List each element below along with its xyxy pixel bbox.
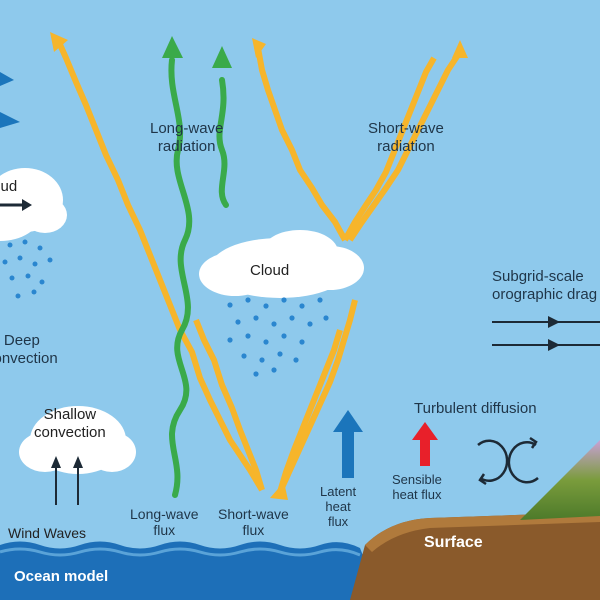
deep-convection-line-2: convection [0, 350, 58, 367]
long-wave-radiation-line-2: radiation [157, 138, 216, 155]
cloud-left-label: Cloud [0, 178, 17, 196]
ocean-model-text: Ocean model [14, 568, 109, 585]
turbulent-eddies [477, 436, 539, 486]
cloud-center-text: Cloud [250, 262, 290, 279]
short-wave-radiation-label: Short-wave radiation [368, 120, 444, 156]
surface-land [350, 512, 600, 600]
surface-label: Surface [424, 534, 483, 552]
long-wave-flux-line-2: flux [153, 522, 176, 538]
deep-convection-label: Deep convection [0, 332, 58, 368]
cloud-left-text: Cloud [0, 178, 18, 195]
subgrid-orographic-line-1: Subgrid-scale [492, 268, 584, 285]
latent-heat-arrow [333, 410, 363, 478]
short-wave-flux-label: Short-wave flux [218, 506, 289, 538]
shallow-convection-line-1: Shallow [43, 406, 97, 423]
ocean-area [0, 541, 380, 600]
cloud-shallow-shape [19, 406, 136, 474]
cloud-left-wind-arrow [0, 199, 32, 211]
long-wave-radiation-line-1: Long-wave [150, 120, 224, 137]
latent-heat-flux-line-3: flux [327, 514, 349, 529]
cloud-left-shape [0, 168, 67, 241]
ocean-wave-line [0, 547, 361, 557]
surface-edge [365, 512, 600, 552]
short-wave-rays [55, 38, 463, 494]
rain-center [227, 297, 329, 377]
latent-heat-flux-line-2: heat [325, 499, 351, 514]
ocean-model-label: Ocean model [14, 568, 108, 586]
subgrid-drag-arrows [492, 316, 600, 351]
sensible-heat-flux-line-1: Sensible [392, 472, 442, 487]
short-wave-radiation-line-2: radiation [377, 138, 435, 155]
latent-heat-flux-label: Latent heat flux [320, 484, 356, 529]
upper-wind-arrows [0, 72, 20, 128]
deep-convection-line-1: Deep [3, 332, 40, 349]
rain-left [2, 239, 53, 299]
shallow-convection-line-2: convection [34, 424, 106, 441]
wind-waves-text: Wind Waves [8, 525, 87, 541]
short-wave-flux-line-1: Short-wave [218, 506, 289, 522]
cloud-center-shape [199, 230, 364, 298]
cloud-center-label: Cloud [250, 262, 289, 280]
surface-text: Surface [424, 534, 483, 551]
wind-waves-label: Wind Waves [8, 524, 86, 542]
long-wave-flux-label: Long-wave flux [130, 506, 199, 538]
long-wave-flux-line-1: Long-wave [130, 506, 199, 522]
subgrid-orographic-line-2: orographic drag [492, 286, 598, 303]
latent-heat-flux-line-1: Latent [320, 484, 357, 499]
turbulent-diffusion-label: Turbulent diffusion [414, 400, 537, 418]
short-wave-radiation-line-1: Short-wave [368, 120, 444, 137]
turbulent-diffusion-text: Turbulent diffusion [414, 400, 537, 417]
shallow-convection-label: Shallow convection [34, 406, 106, 442]
subgrid-orographic-label: Subgrid-scale orographic drag [492, 268, 597, 304]
sensible-heat-flux-line-2: heat flux [392, 487, 442, 502]
mountain [520, 440, 600, 520]
long-wave-rays [168, 57, 229, 498]
sensible-heat-flux-label: Sensible heat flux [392, 472, 442, 502]
short-wave-arrowheads [50, 32, 468, 500]
long-wave-radiation-label: Long-wave radiation [150, 120, 223, 156]
shallow-convection-arrows [51, 456, 83, 505]
long-wave-arrowheads [162, 36, 232, 68]
sensible-heat-arrow [412, 422, 438, 466]
short-wave-flux-line-2: flux [242, 522, 265, 538]
